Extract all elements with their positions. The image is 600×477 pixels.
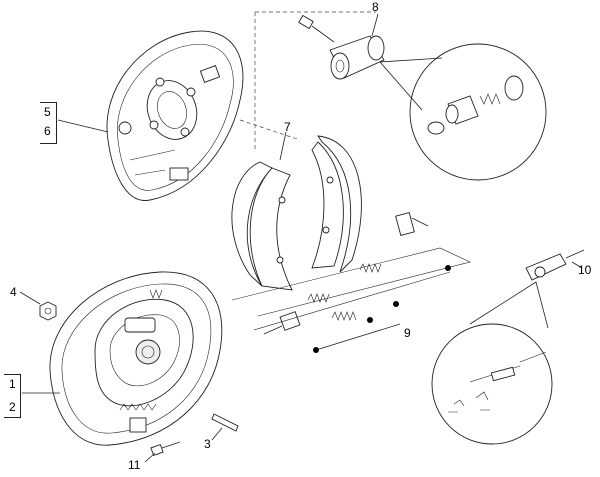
callout-4: 4 [10,285,17,299]
bracket-1-2 [4,374,21,418]
cylinder-detail-view [379,43,547,181]
callout-3: 3 [204,437,211,451]
callout-5: 5 [44,105,51,119]
callout-7: 7 [284,120,291,134]
callout-8: 8 [372,0,379,14]
callout-10: 10 [578,263,592,277]
brake-assembly [49,271,223,446]
pin [211,413,239,432]
callout-11: 11 [128,458,141,472]
bolt-short [150,441,181,457]
bracket-5-6 [40,102,57,144]
backing-plate [106,30,244,201]
wheel-cylinder [298,14,385,80]
callout-6: 6 [44,124,51,138]
callout-2: 2 [9,400,16,414]
callout-1: 1 [9,377,16,391]
adjuster-detail-view [431,281,553,445]
callout-9: 9 [404,326,411,340]
adjuster [525,249,585,281]
nut [39,301,57,321]
brake-shoe-left [231,161,293,291]
brake-shoe-right [311,135,362,273]
